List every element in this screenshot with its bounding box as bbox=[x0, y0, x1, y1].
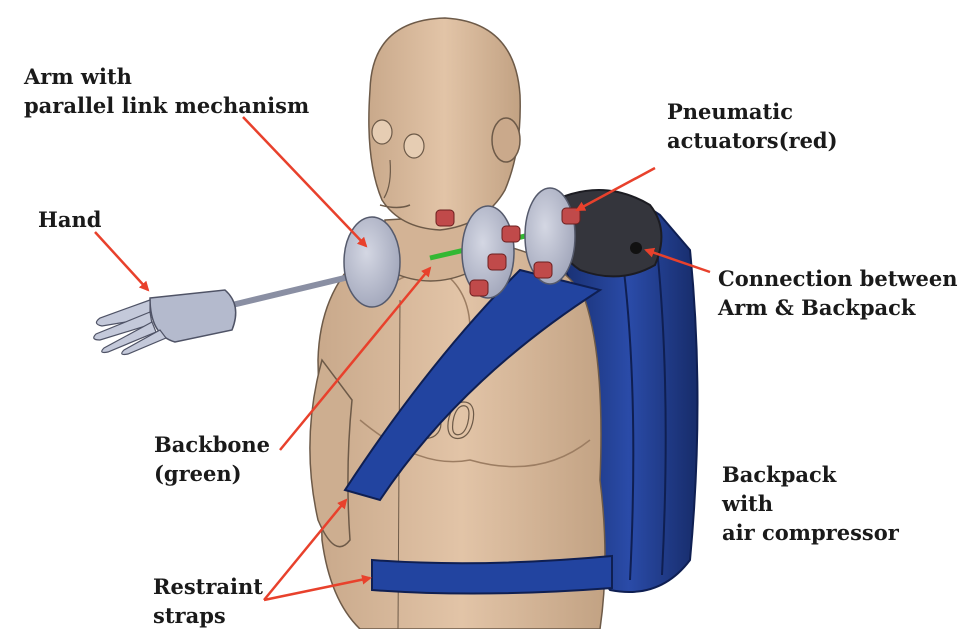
pneumatic-label: Pneumatic actuators(red) bbox=[667, 97, 838, 155]
arm-label-line2: parallel link mechanism bbox=[24, 91, 309, 120]
connection-label-line1: Connection between bbox=[718, 264, 957, 293]
robot-hand bbox=[94, 290, 236, 355]
backpack-label: Backpack with air compressor bbox=[722, 460, 899, 547]
arm-label-line1: Arm with bbox=[24, 62, 309, 91]
connection-label-line2: Arm & Backpack bbox=[718, 293, 957, 322]
backpack-label-line3: air compressor bbox=[722, 518, 899, 547]
connection-point bbox=[630, 242, 642, 254]
straps-label-line2: straps bbox=[153, 601, 263, 629]
backpack-label-line2: with bbox=[722, 489, 899, 518]
head bbox=[369, 18, 520, 230]
backbone-label-line1: Backbone bbox=[154, 430, 270, 459]
backbone-label-line2: (green) bbox=[154, 459, 270, 488]
connection-label: Connection between Arm & Backpack bbox=[718, 264, 957, 322]
straps-label: Restraint straps bbox=[153, 572, 263, 629]
backpack-label-line1: Backpack bbox=[722, 460, 899, 489]
pneumatic-label-line2: actuators(red) bbox=[667, 126, 838, 155]
hand-label-text: Hand bbox=[38, 205, 101, 234]
backbone-label: Backbone (green) bbox=[154, 430, 270, 488]
pneumatic-label-line1: Pneumatic bbox=[667, 97, 838, 126]
straps-label-line1: Restraint bbox=[153, 572, 263, 601]
hand-label: Hand bbox=[38, 205, 101, 234]
arm-label: Arm with parallel link mechanism bbox=[24, 62, 309, 120]
